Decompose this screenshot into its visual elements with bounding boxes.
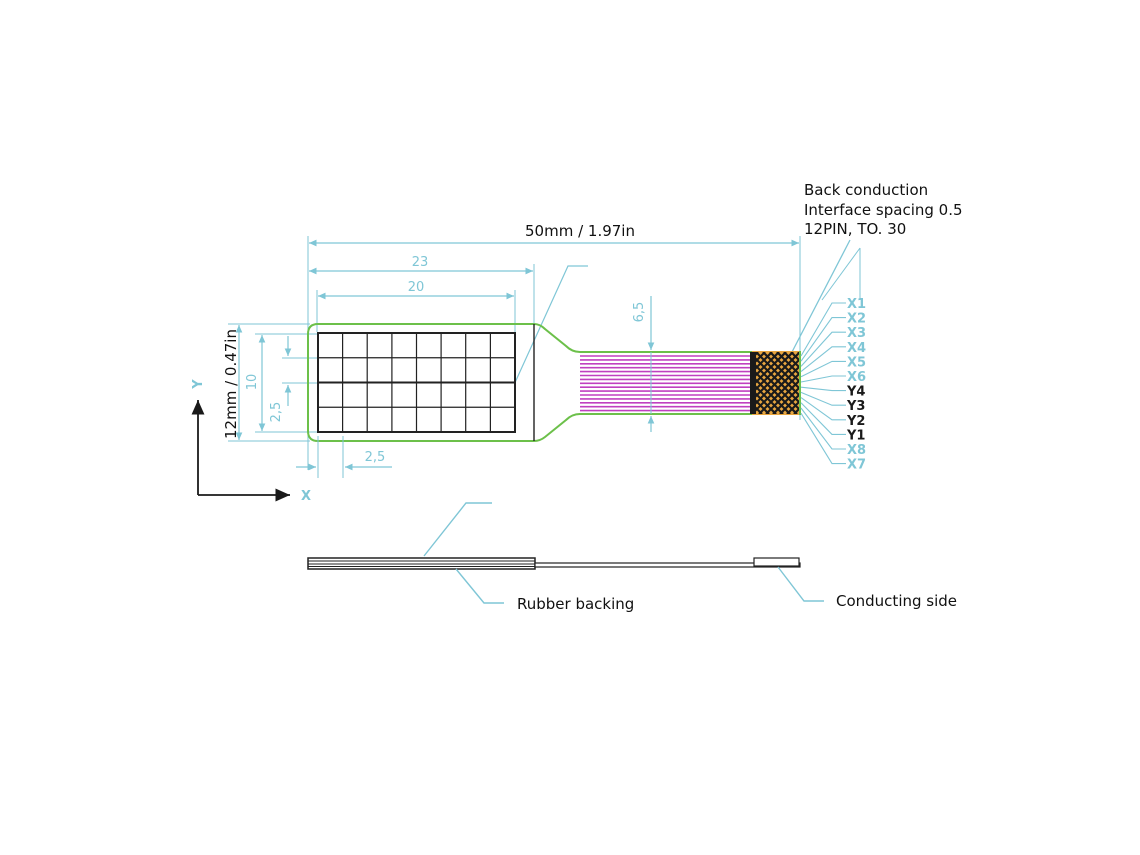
side-view [307, 557, 801, 570]
total-height-label: 12mm / 0.47in [222, 329, 240, 439]
conducting-side-leader [777, 566, 824, 602]
inner-width-label: 20 [408, 280, 425, 295]
pin-label-x6: X6 [847, 370, 866, 385]
note-leader-line [791, 239, 851, 353]
pin-label-y2: Y2 [846, 414, 865, 429]
total-length-label: 50mm / 1.97in [525, 222, 635, 240]
grid-leader-line [507, 265, 588, 399]
pin-label-x8: X8 [847, 443, 866, 458]
connector-pad [750, 351, 799, 415]
rubber-backing-leader [455, 568, 504, 604]
outer-width-label: 23 [412, 255, 429, 270]
tail-width-label: 6,5 [632, 302, 647, 323]
pin-leader-line [800, 391, 846, 406]
rubber-backing-label: Rubber backing [517, 595, 634, 613]
pin-label-y1: Y1 [846, 428, 865, 443]
pin-leader-line [800, 360, 846, 378]
pin-label-x2: X2 [847, 312, 866, 327]
pin-bracket-line [821, 247, 861, 301]
pin-leader-line [800, 407, 846, 450]
inner-height-label: 10 [245, 374, 260, 391]
cell-height-label: 2,5 [269, 402, 284, 423]
interface-spacing-note: Interface spacing 0.5 [804, 201, 963, 219]
pin-leader-line [800, 317, 846, 362]
cell-width-label: 2,5 [365, 450, 386, 465]
pin-leader-line [800, 346, 846, 373]
y-axis-label: Y [191, 379, 206, 390]
pin-spec-note: 12PIN, TO. 30 [804, 220, 906, 238]
back-conduction-note: Back conduction [804, 181, 928, 199]
sensing-grid [317, 332, 516, 433]
side-top-leader [423, 502, 492, 557]
pin-leader-line [800, 302, 846, 357]
pin-leader-line [800, 397, 846, 421]
pin-label-y4: Y4 [846, 385, 865, 400]
x-axis-label: X [301, 489, 311, 504]
tail-traces [580, 355, 752, 412]
pin-label-x4: X4 [847, 341, 866, 356]
sensor-outline [307, 323, 801, 442]
conducting-side-label: Conducting side [836, 592, 957, 610]
pin-label-x1: X1 [847, 297, 866, 312]
pin-label-x3: X3 [847, 326, 866, 341]
pin-label-x5: X5 [847, 355, 866, 370]
pin-label-x7: X7 [847, 458, 866, 473]
pin-leader-line [800, 375, 846, 383]
pin-leader-line [800, 331, 846, 367]
pin-leader-line [800, 402, 846, 435]
pin-label-y3: Y3 [846, 399, 865, 414]
pin-leader-line [800, 412, 846, 465]
pin-leader-line [800, 386, 846, 392]
